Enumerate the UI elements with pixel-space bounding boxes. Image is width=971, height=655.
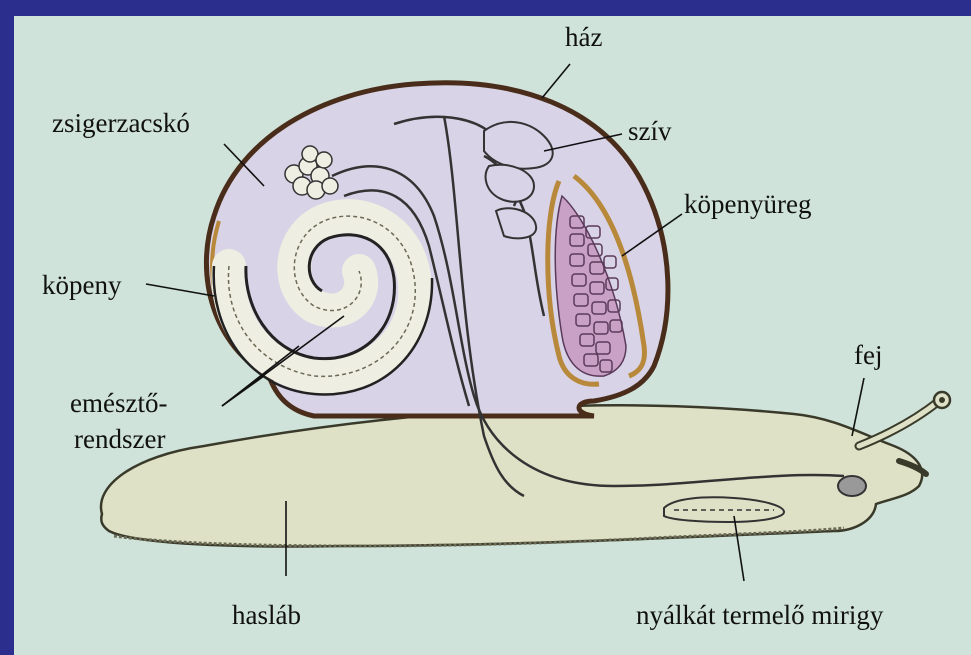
label-nyalkat: nyálkát termelő mirigy	[636, 602, 883, 629]
label-haz: ház	[565, 24, 602, 51]
label-zsigerzacsko: zsigerzacskó	[52, 110, 190, 137]
label-kopenyureg: köpenyüreg	[684, 191, 811, 218]
pharynx	[838, 476, 866, 496]
label-sziv: szív	[628, 118, 672, 145]
label-fej: fej	[854, 342, 882, 369]
label-kopeny: köpeny	[42, 272, 121, 299]
label-emeszto-1: emésztő-	[70, 390, 167, 417]
label-haslab: hasláb	[232, 602, 301, 629]
label-emeszto-2: rendszer	[74, 426, 165, 453]
diagram-canvas: ház szív zsigerzacskó köpenyüreg köpeny …	[14, 16, 971, 655]
